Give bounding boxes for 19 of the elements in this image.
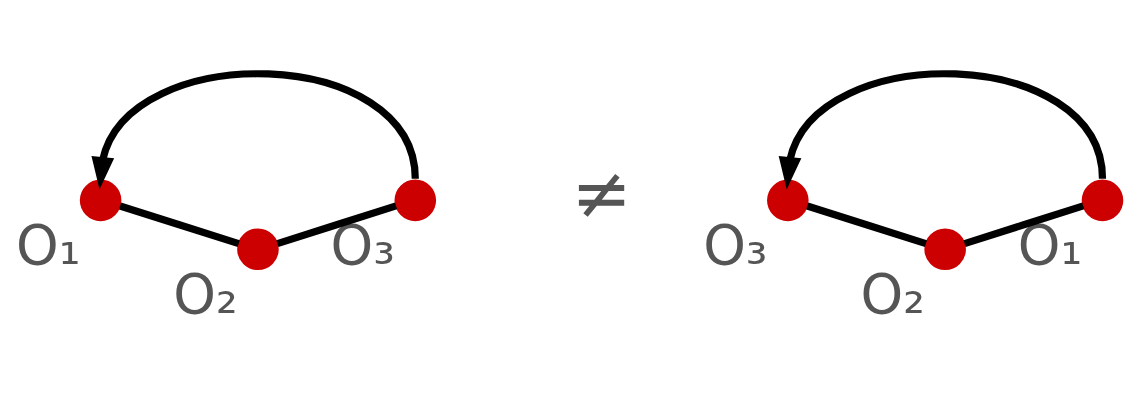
node-circle bbox=[767, 179, 809, 221]
node-circle bbox=[237, 227, 279, 270]
node-circle bbox=[924, 227, 966, 270]
connector bbox=[806, 202, 927, 247]
node-label: O₃ bbox=[330, 213, 396, 277]
connector bbox=[118, 202, 240, 247]
connector bbox=[276, 201, 398, 247]
node-label: O₃ bbox=[703, 213, 768, 277]
node-label: O₁ bbox=[15, 213, 81, 277]
node-circle bbox=[79, 179, 122, 221]
label: ≠ bbox=[571, 150, 632, 235]
arrow bbox=[91, 69, 419, 190]
connector bbox=[963, 201, 1085, 247]
arrow bbox=[778, 69, 1107, 190]
node-label: O₂ bbox=[173, 261, 238, 325]
node-circle bbox=[394, 179, 437, 221]
node-label: O₂ bbox=[860, 261, 925, 325]
node-label: O₁ bbox=[1017, 213, 1083, 277]
node-circle bbox=[1081, 179, 1124, 221]
